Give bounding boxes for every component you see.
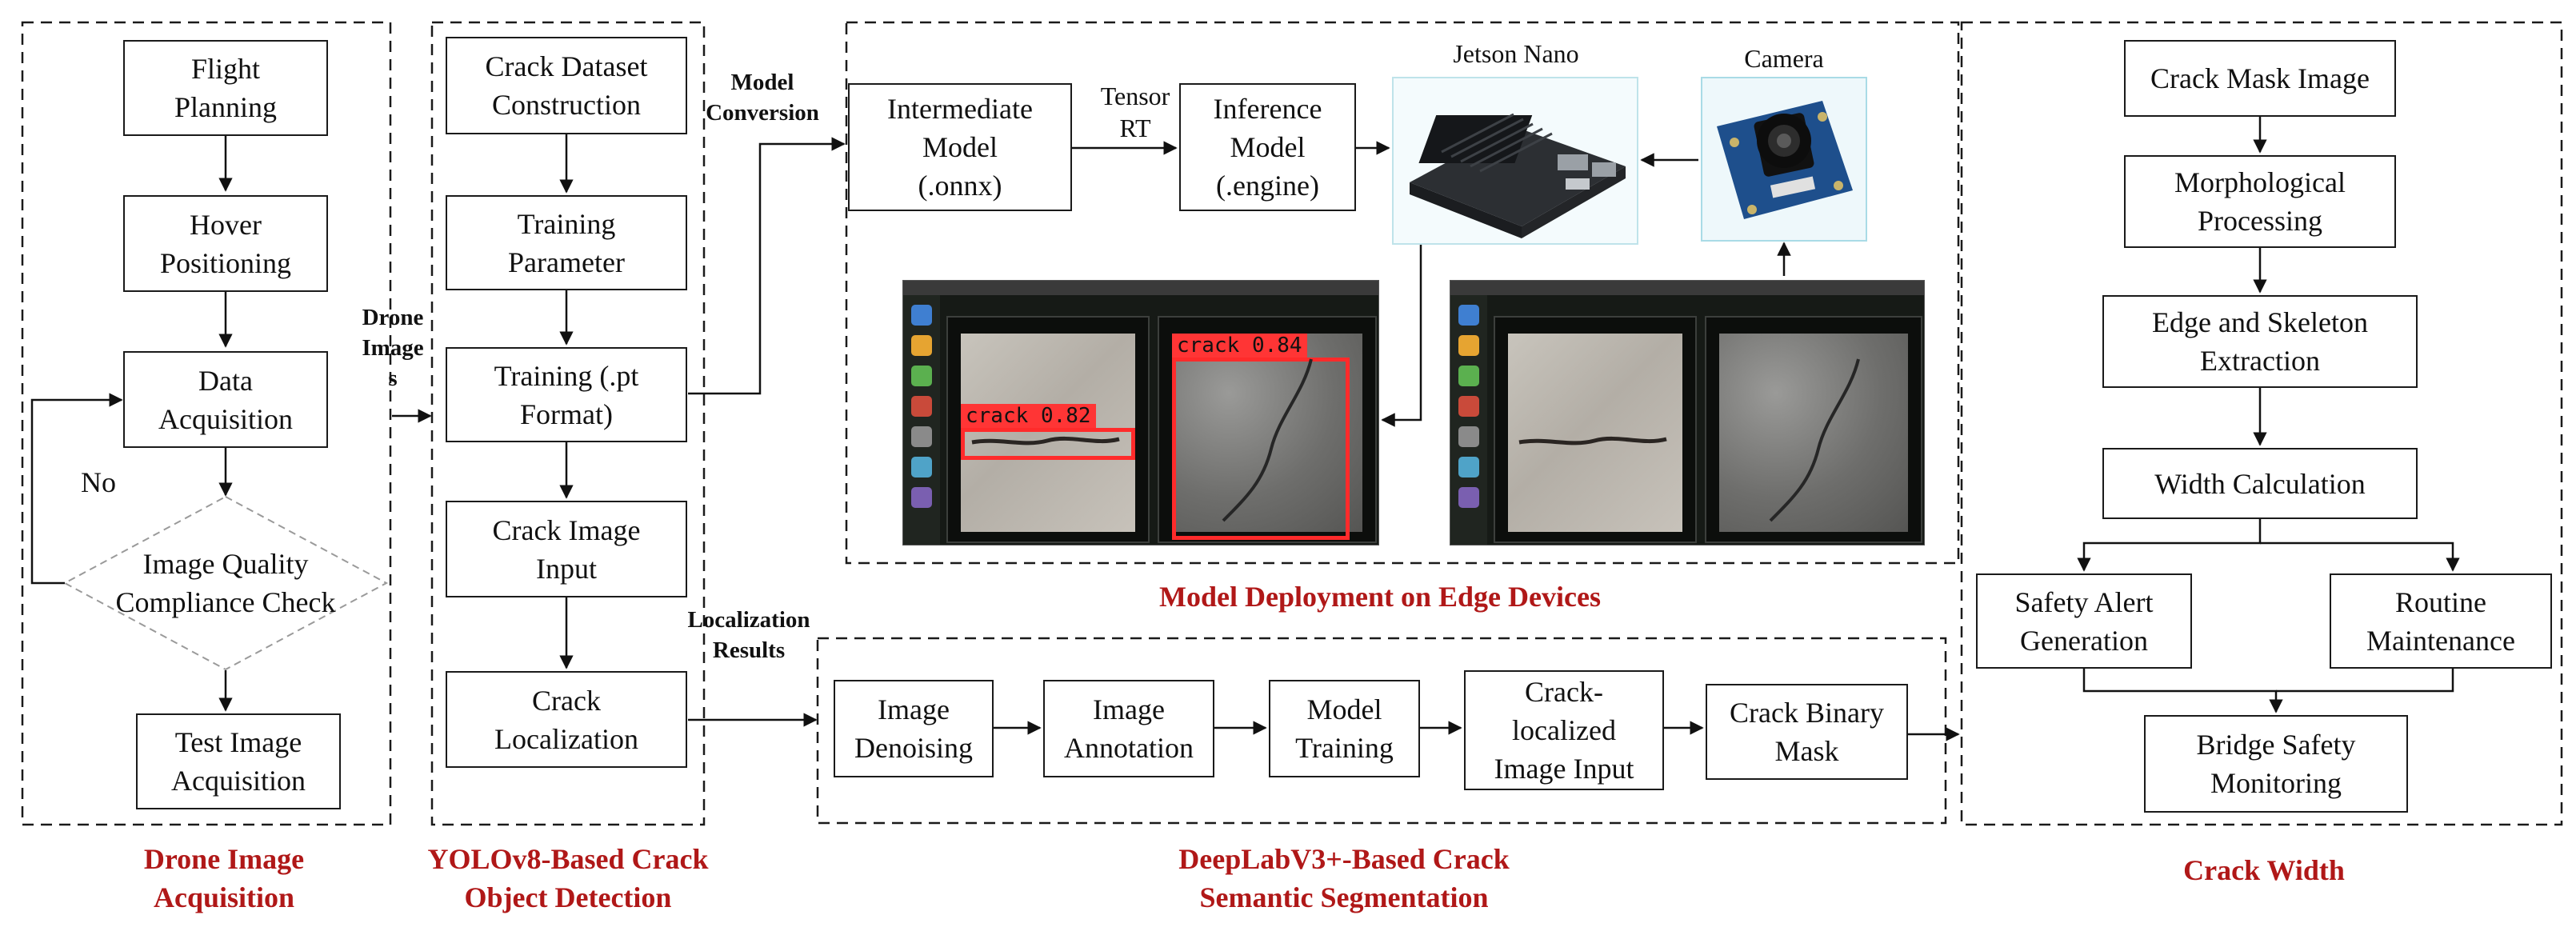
edge-skeleton-extraction-box: Edge and Skeleton Extraction <box>2102 295 2418 388</box>
edge-section-title: Model Deployment on Edge Devices <box>1159 581 1601 613</box>
training-pt-box: Training (.pt Format) <box>446 347 687 442</box>
crack-localization-box: Crack Localization <box>446 671 687 768</box>
drone-section-title: Drone Image Acquisition <box>143 843 305 913</box>
edge-section-frame <box>845 21 1960 565</box>
no-branch-label: No <box>81 466 116 498</box>
detection-1-score: 0.82 <box>1040 404 1091 428</box>
data-acquisition-box: Data Acquisition <box>123 351 328 448</box>
width-section-title: Crack Width <box>2183 854 2345 886</box>
deeplab-section-frame <box>816 637 1947 825</box>
training-parameter-box: Training Parameter <box>446 195 687 290</box>
routine-maintenance-box: Routine Maintenance <box>2330 573 2552 669</box>
drone-images-label: Drone Image s <box>362 305 424 391</box>
hover-positioning-box: Hover Positioning <box>123 195 328 292</box>
yolo-section-title: YOLOv8-Based Crack Object Detection <box>427 843 709 913</box>
detection-2-label: crack <box>1177 334 1240 358</box>
tensorrt-label: Tensor RT <box>1100 82 1170 142</box>
morphological-processing-box: Morphological Processing <box>2124 155 2396 248</box>
jetson-nano-image <box>1392 77 1638 245</box>
image-denoising-box: Image Denoising <box>834 680 994 777</box>
detection-1-label: crack <box>966 404 1029 428</box>
width-section-frame <box>1960 21 2563 826</box>
safety-alert-generation-box: Safety Alert Generation <box>1976 573 2192 669</box>
dataset-construction-box: Crack Dataset Construction <box>446 37 687 134</box>
quality-check-diamond <box>62 495 389 671</box>
detection-result-screenshot-1: crack 0.82 crack 0.84 <box>902 280 1379 545</box>
detection-2-score: 0.84 <box>1251 334 1302 358</box>
inference-model-box: Inference Model (.engine) <box>1179 83 1356 211</box>
camera-label: Camera <box>1744 44 1824 73</box>
drone-section-frame <box>21 21 392 826</box>
detection-result-screenshot-2 <box>1450 280 1925 545</box>
width-calculation-box: Width Calculation <box>2102 448 2418 519</box>
crack-localized-input-box: Crack- localized Image Input <box>1464 670 1664 790</box>
bridge-safety-monitoring-box: Bridge Safety Monitoring <box>2144 715 2408 813</box>
deeplab-section-title: DeepLabV3+-Based Crack Semantic Segmenta… <box>1178 843 1510 913</box>
yolo-section-frame <box>430 21 706 826</box>
crack-mask-image-box: Crack Mask Image <box>2124 40 2396 117</box>
model-training-box: Model Training <box>1269 680 1420 777</box>
model-conversion-label: Model Conversion <box>706 70 819 126</box>
crack-binary-mask-box: Crack Binary Mask <box>1706 684 1908 780</box>
jetson-nano-label: Jetson Nano <box>1453 39 1579 68</box>
flight-planning-box: Flight Planning <box>123 40 328 136</box>
localization-results-label: Localization Results <box>687 607 810 663</box>
intermediate-model-box: Intermediate Model (.onnx) <box>848 83 1072 211</box>
image-annotation-box: Image Annotation <box>1043 680 1214 777</box>
quality-check-label: Image Quality Compliance Check <box>115 548 336 618</box>
test-image-acquisition-box: Test Image Acquisition <box>136 713 341 809</box>
crack-image-input-box: Crack Image Input <box>446 501 687 597</box>
camera-module-image <box>1701 77 1867 242</box>
